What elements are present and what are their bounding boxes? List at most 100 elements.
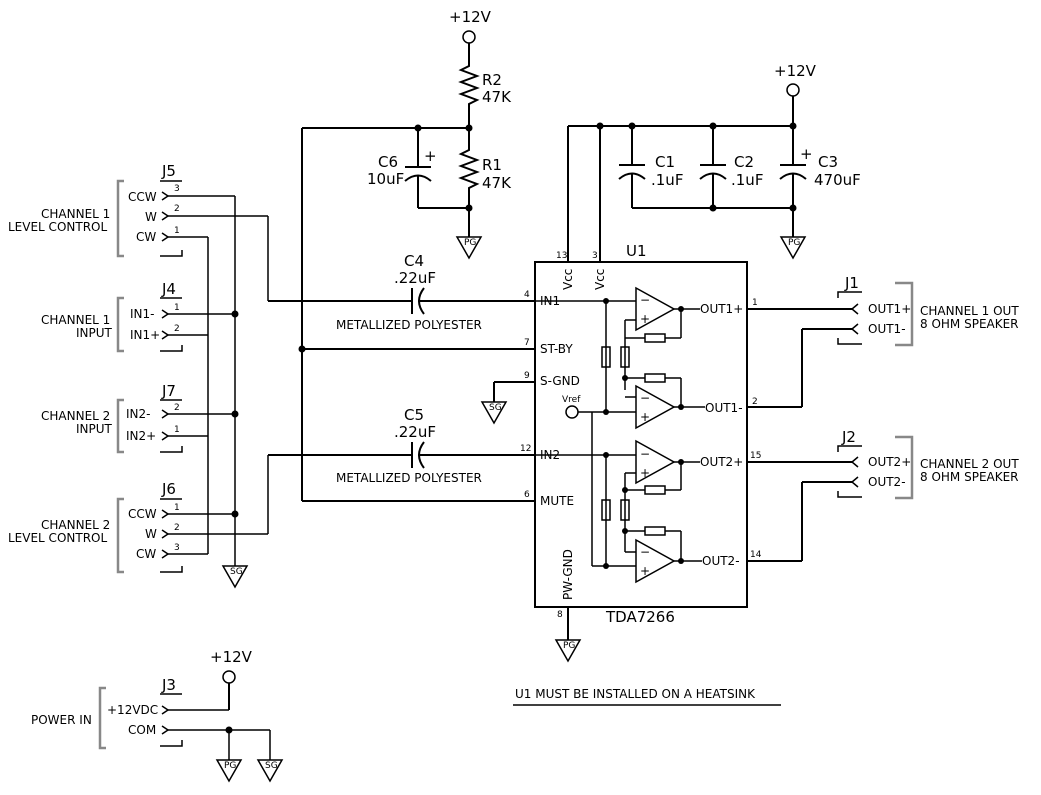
svg-text:W: W xyxy=(145,210,157,224)
ic-vcc2-label: Vcc xyxy=(593,269,607,290)
connector-j2: J2 OUT2+ OUT2- CHANNEL 2 OUT 8 OHM SPEAK… xyxy=(747,428,1019,562)
j1-ref: J1 xyxy=(844,274,859,292)
j4-ref: J4 xyxy=(161,280,176,298)
ic-u1-body xyxy=(534,261,748,608)
svg-text:INPUT: INPUT xyxy=(76,326,113,340)
ground-sg-power xyxy=(256,759,284,783)
power-12v-right-terminal xyxy=(786,83,800,97)
c3-polarity-plus: + xyxy=(800,145,813,163)
svg-text:2: 2 xyxy=(174,324,180,334)
connector-j5: J5 CHANNEL 1 LEVEL CONTROL CCW W CW 3 2 … xyxy=(8,162,269,301)
power-12v-bottom-terminal xyxy=(222,670,236,684)
c5-value: .22uF xyxy=(394,423,436,441)
svg-text:1: 1 xyxy=(174,425,180,435)
svg-text:CCW: CCW xyxy=(128,507,157,521)
svg-text:−: − xyxy=(640,293,650,307)
c6-polarity-plus: + xyxy=(424,147,437,165)
connector-j3: +12V J3 POWER IN +12VDC COM PG SG xyxy=(31,648,284,783)
j7-ref: J7 xyxy=(161,382,176,400)
svg-text:−: − xyxy=(640,391,650,405)
svg-text:IN2+: IN2+ xyxy=(126,429,156,443)
c6-value: 10uF xyxy=(367,170,404,188)
ic-vcc1-label: Vcc xyxy=(561,269,575,290)
svg-text:CHANNEL 2: CHANNEL 2 xyxy=(41,409,110,423)
svg-text:6: 6 xyxy=(524,490,530,500)
svg-text:8: 8 xyxy=(557,610,563,620)
ic-pwgnd-label: PW-GND xyxy=(561,549,575,600)
j5-ref: J5 xyxy=(161,162,176,180)
c5-ref: C5 xyxy=(404,406,424,424)
svg-text:12: 12 xyxy=(520,444,531,454)
svg-text:OUT1-: OUT1- xyxy=(868,322,906,336)
svg-text:15: 15 xyxy=(750,451,761,461)
power-12v-right-label: +12V xyxy=(774,62,817,80)
ic-stby-label: ST-BY xyxy=(540,342,573,356)
ic-out2m-label: OUT2- xyxy=(702,554,740,568)
power-12v-top-label: +12V xyxy=(449,8,492,26)
heatsink-note-text: U1 MUST BE INSTALLED ON A HEATSINK xyxy=(515,687,756,701)
vref-terminal xyxy=(565,405,579,419)
svg-text:OUT1+: OUT1+ xyxy=(868,302,911,316)
svg-text:1: 1 xyxy=(174,503,180,513)
svg-text:13: 13 xyxy=(556,251,567,261)
svg-text:+: + xyxy=(640,466,650,480)
svg-text:+: + xyxy=(640,564,650,578)
c1-ref: C1 xyxy=(655,153,675,171)
r1-ref: R1 xyxy=(482,156,502,174)
svg-text:8 OHM SPEAKER: 8 OHM SPEAKER xyxy=(920,317,1019,331)
svg-text:2: 2 xyxy=(752,397,758,407)
resistor-r2 xyxy=(458,60,480,128)
connector-j6: J6 CHANNEL 2 LEVEL CONTROL CCW W CW 1 2 … xyxy=(8,455,269,574)
ic-sgnd-label: S-GND xyxy=(540,374,580,388)
opamp-3 xyxy=(635,439,676,485)
svg-text:9: 9 xyxy=(524,371,530,381)
svg-text:1: 1 xyxy=(174,226,180,236)
ic-out1p-label: OUT1+ xyxy=(700,302,743,316)
svg-text:PG: PG xyxy=(224,761,236,771)
svg-text:−: − xyxy=(640,545,650,559)
ic-out1m-label: OUT1- xyxy=(705,401,743,415)
svg-text:2: 2 xyxy=(174,204,180,214)
power-12v-bottom-label: +12V xyxy=(210,648,253,666)
svg-text:CW: CW xyxy=(136,230,156,244)
svg-text:CHANNEL 1: CHANNEL 1 xyxy=(41,313,110,327)
svg-text:−: − xyxy=(640,447,650,461)
svg-text:8 OHM SPEAKER: 8 OHM SPEAKER xyxy=(920,470,1019,484)
svg-text:CCW: CCW xyxy=(128,190,157,204)
svg-text:CHANNEL 2: CHANNEL 2 xyxy=(41,518,110,532)
connector-j1: J1 OUT1+ OUT1- CHANNEL 1 OUT 8 OHM SPEAK… xyxy=(747,274,1019,408)
svg-text:3: 3 xyxy=(174,184,180,194)
ground-sg-ic xyxy=(480,401,508,425)
c3-ref: C3 xyxy=(818,153,838,171)
opamp-1 xyxy=(635,286,676,332)
svg-text:OUT2+: OUT2+ xyxy=(868,455,911,469)
ic-u1: U1 TDA7266 Vcc Vcc 13 3 IN1 ST-BY S-GND … xyxy=(520,242,762,663)
svg-text:COM: COM xyxy=(128,723,156,737)
ic-u1-part: TDA7266 xyxy=(605,608,675,626)
svg-text:POWER IN: POWER IN xyxy=(31,713,92,727)
j3-ref: J3 xyxy=(161,676,176,694)
svg-text:+: + xyxy=(640,312,650,326)
svg-text:14: 14 xyxy=(750,550,762,560)
svg-text:OUT2-: OUT2- xyxy=(868,475,906,489)
svg-text:1: 1 xyxy=(752,298,758,308)
svg-text:PG: PG xyxy=(464,238,476,248)
ground-pg-ic xyxy=(554,639,582,663)
c3-value: 470uF xyxy=(814,171,861,189)
svg-text:+12VDC: +12VDC xyxy=(107,703,158,717)
svg-text:IN1+: IN1+ xyxy=(130,328,160,342)
supply-decoupling: +12V C1 .1uF C2 .1uF + C3 470uF xyxy=(567,62,861,262)
svg-text:4: 4 xyxy=(524,290,530,300)
c4-ref: C4 xyxy=(404,252,424,270)
bias-network: +12V R2 47K R1 47K + C6 10uF PG xyxy=(302,8,512,260)
svg-text:INPUT: INPUT xyxy=(76,422,113,436)
c5-note: METALLIZED POLYESTER xyxy=(336,471,482,485)
svg-text:2: 2 xyxy=(174,523,180,533)
svg-text:CHANNEL 2 OUT: CHANNEL 2 OUT xyxy=(920,457,1019,471)
ic-out2p-label: OUT2+ xyxy=(700,455,743,469)
svg-text:CHANNEL 1 OUT: CHANNEL 1 OUT xyxy=(920,304,1019,318)
c4-value: .22uF xyxy=(394,269,436,287)
connector-j7: J7 CHANNEL 2 INPUT IN2- IN2+ 2 1 xyxy=(41,382,235,454)
ground-sg-left xyxy=(221,565,249,589)
